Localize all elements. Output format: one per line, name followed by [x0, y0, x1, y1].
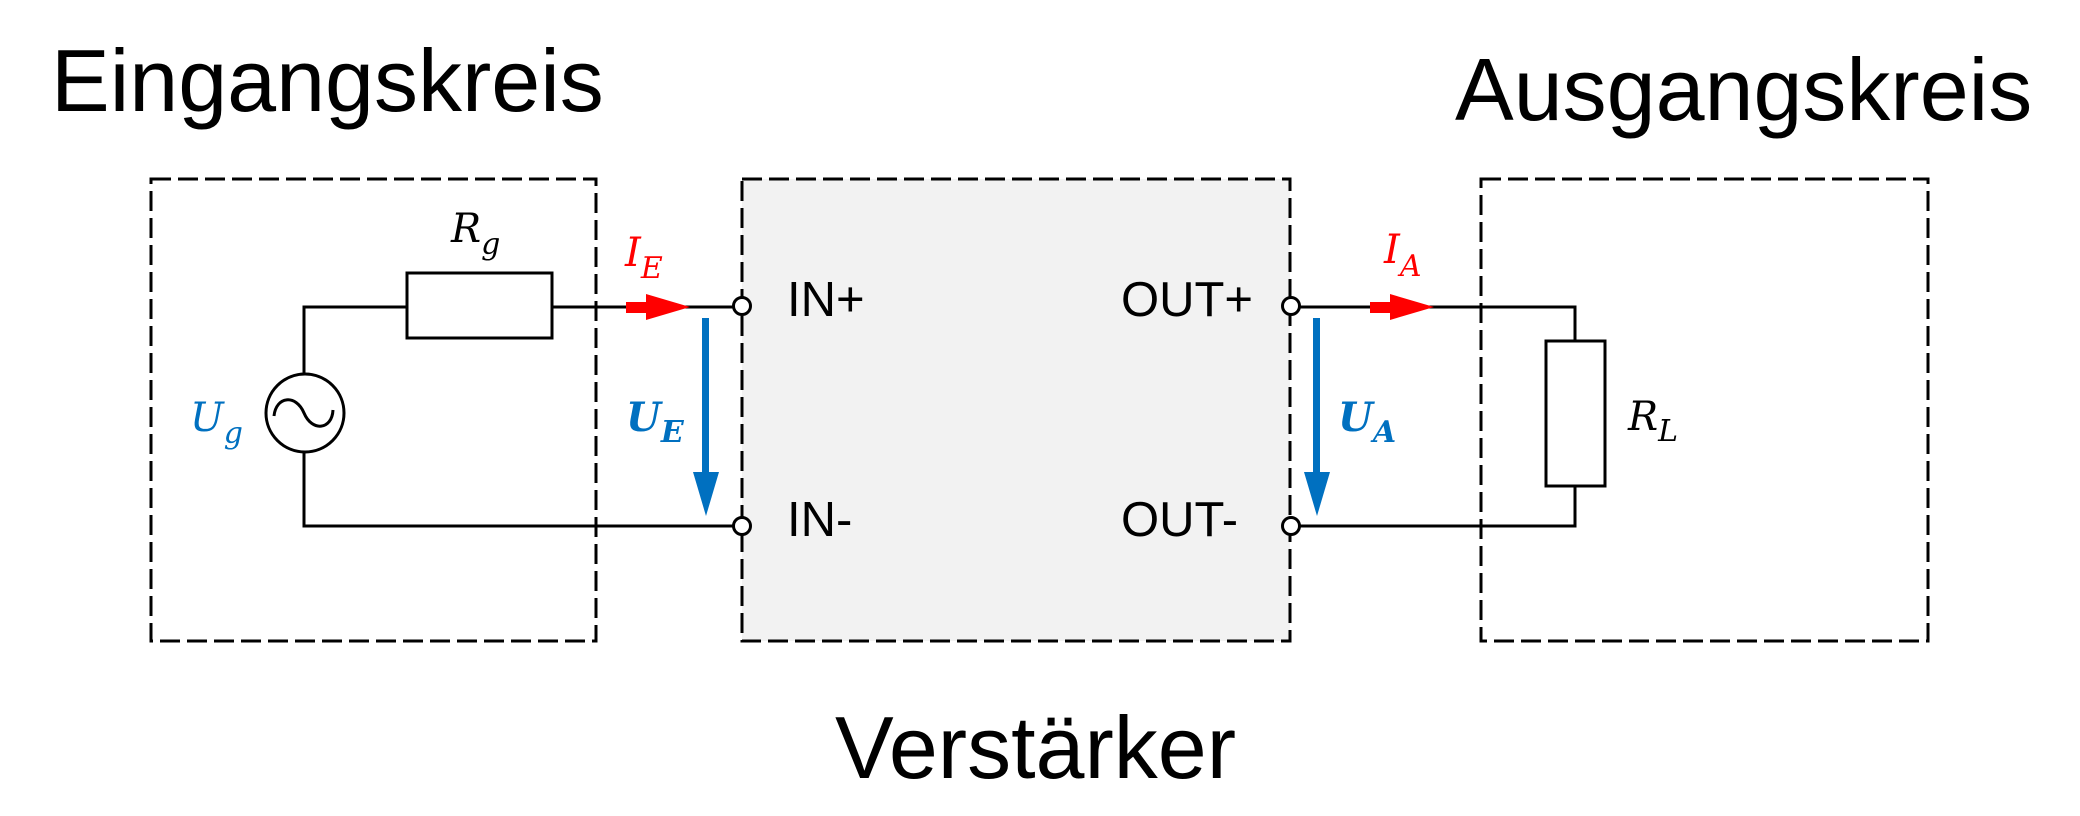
- terminal-out-minus: [1281, 516, 1301, 536]
- resistor-rl: [1544, 339, 1607, 488]
- wire-out-plus-to-rl: [1299, 305, 1577, 341]
- title-amplifier: Verstärker: [835, 698, 1236, 797]
- output-voltage-arrow: [1304, 318, 1330, 516]
- terminal-out-plus: [1281, 296, 1301, 316]
- terminal-in-minus: [732, 516, 752, 536]
- output-circuit-box: [1479, 177, 1930, 643]
- label-ie: IE: [624, 230, 663, 286]
- label-ua: UA: [1338, 394, 1396, 450]
- label-ue: UE: [626, 394, 685, 450]
- amplifier-block-fill: [742, 179, 1290, 641]
- label-rg: Rg: [450, 206, 500, 262]
- wire-out-minus-to-rl: [1299, 486, 1577, 528]
- input-voltage-arrow: [693, 318, 719, 516]
- resistor-rg: [405, 271, 554, 340]
- label-out-plus: OUT+: [1121, 273, 1253, 327]
- ac-voltage-source-icon: [264, 372, 346, 454]
- input-current-arrow: [626, 294, 690, 320]
- input-circuit-box: [149, 177, 598, 643]
- wire-source-to-in-minus: [302, 452, 733, 528]
- output-current-arrow: [1370, 294, 1434, 320]
- label-ug: Ug: [190, 395, 243, 451]
- label-in-minus: IN-: [787, 493, 852, 547]
- amplifier-block-border: [740, 177, 1292, 643]
- wire-source-to-rg: [302, 305, 407, 374]
- label-rl: RL: [1627, 394, 1678, 449]
- label-ia: IA: [1383, 227, 1421, 284]
- terminal-in-plus: [732, 296, 752, 316]
- title-output-circuit: Ausgangskreis: [1455, 40, 2032, 139]
- label-in-plus: IN+: [787, 273, 865, 327]
- title-input-circuit: Eingangskreis: [51, 31, 604, 130]
- label-out-minus: OUT-: [1121, 493, 1238, 547]
